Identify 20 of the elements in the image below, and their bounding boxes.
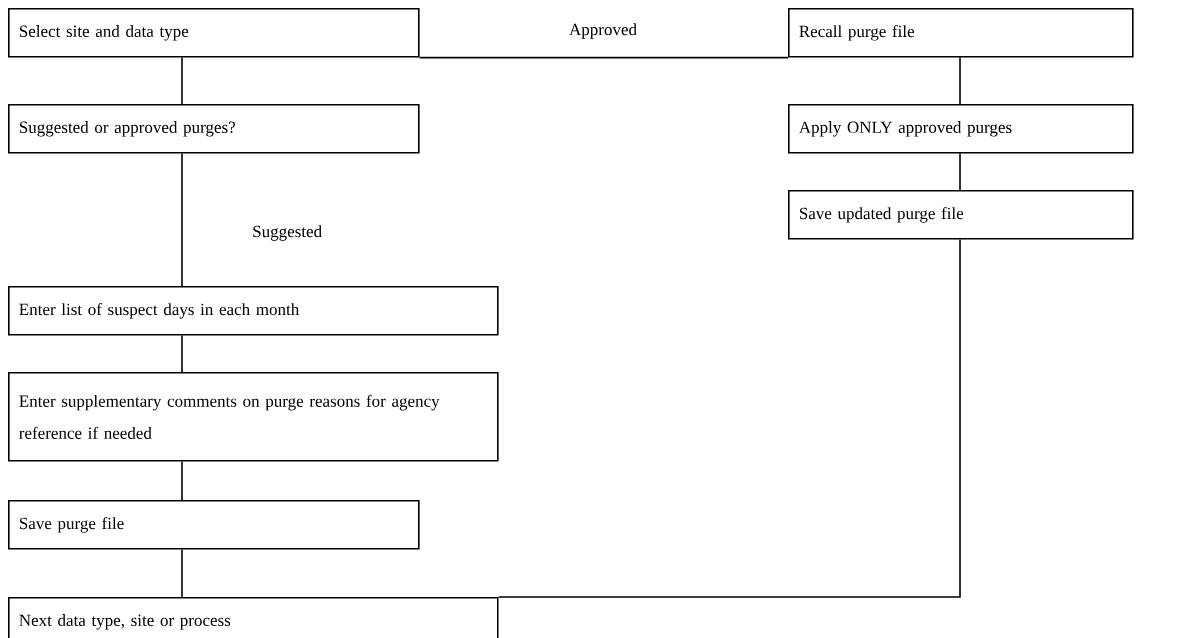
process-box: Select site and data type [8,8,420,58]
connector-line [959,56,961,105]
edge-label: Approved [567,21,639,41]
connector-line [959,152,961,191]
connector-line [418,56,789,59]
connector-line [181,56,183,105]
connector-line [181,548,183,598]
connector-line [181,334,183,373]
process-box: Save updated purge file [788,190,1134,240]
edge-label: Suggested [250,223,325,243]
connector-line [497,238,961,598]
process-box: Enter supplementary comments on purge reasons for agency reference if needed [8,372,499,462]
process-box: Suggested or approved purges? [8,104,420,154]
connector-line [181,460,183,501]
process-box: Save purge file [8,500,420,550]
process-box: Enter list of suspect days in each month [8,286,499,336]
connector-line [181,152,183,287]
process-box: Next data type, site or process [8,597,499,638]
process-box: Recall purge file [788,8,1134,58]
process-box: Apply ONLY approved purges [788,104,1134,154]
